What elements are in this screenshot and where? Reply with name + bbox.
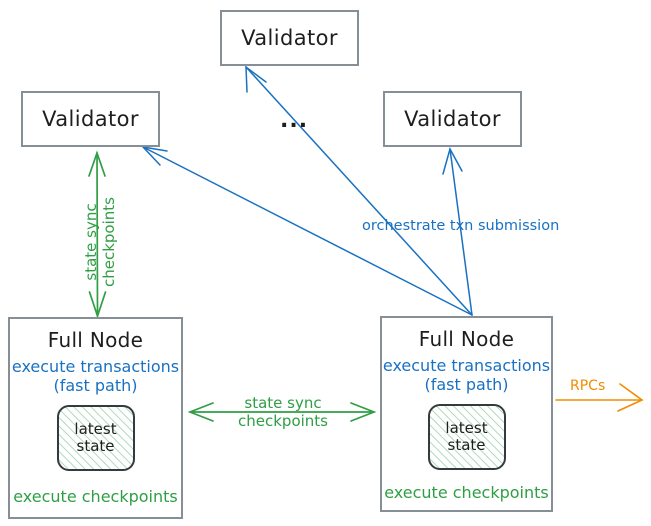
validator-ellipsis: ... [280, 108, 309, 133]
fullnode-right-exec-transactions: execute transactions (fast path) [382, 356, 551, 394]
fullnode-left-exec-transactions: execute transactions (fast path) [11, 357, 180, 395]
fullnode-left-exec-transactions-line2: (fast path) [53, 375, 138, 395]
validator-top-label: Validator [241, 26, 338, 50]
validator-right-label: Validator [404, 107, 501, 131]
fullnode-left-latest-state-line1: latest [74, 419, 117, 438]
edge-label-state-sync-horizontal-line2: checkpoints [238, 412, 328, 431]
edge-state-sync-vertical [88, 150, 107, 319]
fullnode-right-latest-state-line2: state [447, 436, 486, 455]
validator-node-top[interactable]: Validator [220, 10, 359, 66]
fullnode-right-latest-state-line1: latest [445, 418, 488, 437]
fullnode-left-exec-checkpoints: execute checkpoints [13, 487, 178, 507]
edge-state-sync-horizontal [187, 402, 377, 422]
fullnode-right-latest-state-store: latest state [427, 404, 506, 471]
edge-rpcs [555, 383, 644, 412]
edge-label-state-sync-vertical: state sync checkpoints [82, 197, 118, 287]
fullnode-left-latest-state-store: latest state [56, 405, 135, 472]
fullnode-right-title: Full Node [418, 327, 515, 351]
edge-orchestrate-txn-submission [140, 65, 473, 316]
fullnode-left-exec-transactions-line1: execute transactions [11, 357, 180, 376]
edge-label-state-sync-horizontal: state sync checkpoints [228, 394, 338, 431]
fullnode-left[interactable]: Full Node execute transactions (fast pat… [8, 317, 183, 519]
edge-label-orchestrate-txn-submission: orchestrate txn submission [362, 218, 560, 234]
edge-label-rpcs: RPCs [570, 378, 606, 394]
fullnode-left-title: Full Node [47, 328, 144, 352]
fullnode-left-latest-state-line2: state [76, 437, 115, 456]
fullnode-right-exec-transactions-line1: execute transactions [382, 356, 551, 375]
validator-node-right[interactable]: Validator [383, 91, 522, 147]
fullnode-right-exec-transactions-line2: (fast path) [424, 374, 509, 394]
validator-left-label: Validator [42, 107, 139, 131]
edge-label-state-sync-vertical-line2: checkpoints [100, 197, 118, 287]
fullnode-right[interactable]: Full Node execute transactions (fast pat… [380, 316, 553, 512]
edge-label-state-sync-vertical-line1: state sync [82, 203, 100, 281]
edge-label-state-sync-horizontal-line1: state sync [244, 394, 322, 412]
fullnode-right-exec-checkpoints: execute checkpoints [384, 483, 549, 503]
validator-node-left[interactable]: Validator [21, 91, 160, 147]
